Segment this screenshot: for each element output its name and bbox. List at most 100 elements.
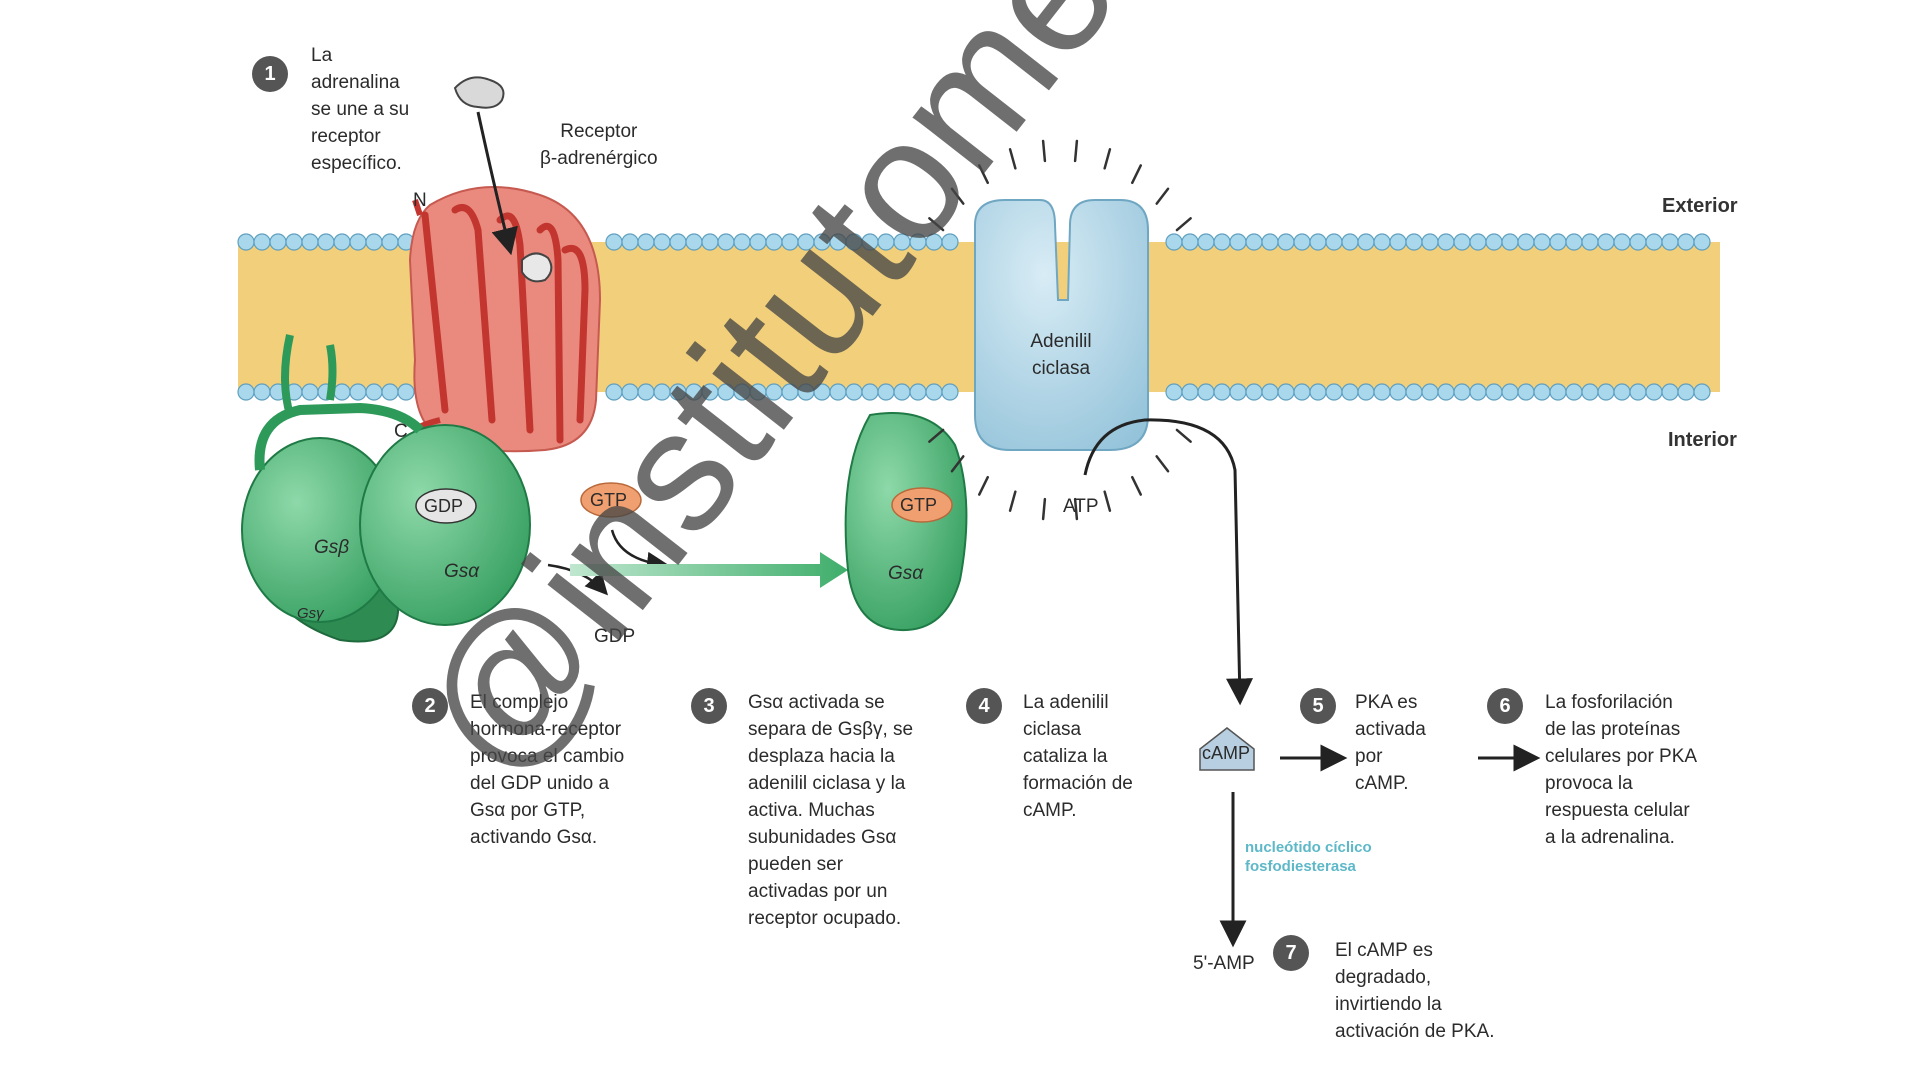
step-line: receptor (311, 126, 381, 147)
step-line: provoca la (1545, 773, 1633, 794)
gtp-bound-label: GTP (900, 495, 938, 515)
receptor-helices (421, 204, 589, 444)
step-line: adrenalina (311, 72, 400, 93)
lipid-head (829, 233, 847, 251)
lipid-head (605, 233, 623, 251)
receptor-body (408, 186, 602, 453)
lipid-head (813, 383, 831, 401)
step-line: por (1355, 746, 1383, 767)
lipid-head (1261, 233, 1279, 251)
activation-rays (928, 139, 1192, 521)
step-line: cAMP. (1023, 800, 1077, 821)
ray (1103, 490, 1112, 512)
lipid-head (1261, 383, 1279, 401)
step-4-text: La adenilil ciclasa cataliza la formació… (1023, 689, 1133, 824)
step-number: 4 (966, 688, 1002, 724)
lipid-head (1469, 383, 1487, 401)
lipid-head (1613, 233, 1631, 251)
receptor-n-tail (412, 199, 423, 216)
lipid-head (1517, 233, 1535, 251)
lipid-head (1549, 233, 1567, 251)
step-line: PKA es (1355, 692, 1418, 713)
atp-label: ATP (1063, 496, 1099, 517)
lipid-head (1277, 233, 1295, 251)
lipid-head (685, 233, 703, 251)
lipid-head (1213, 383, 1231, 401)
lipid-head (1421, 383, 1439, 401)
lipid-head (237, 233, 255, 251)
g-beta-label: Gsβ (314, 537, 350, 558)
ray (1041, 497, 1047, 521)
receptor-label: Receptor β-adrenérgico (540, 118, 658, 172)
lipid-head (669, 233, 687, 251)
lipid-head (1645, 233, 1663, 251)
lipid-head (1229, 383, 1247, 401)
step-line: Gsα por GTP, (470, 800, 586, 821)
step-line: se une a su (311, 99, 410, 120)
lipid-head (1453, 383, 1471, 401)
step-line: La fosforilación (1545, 692, 1673, 713)
lipid-head (621, 233, 639, 251)
lipid-head (829, 383, 847, 401)
enzyme-label-line: nucleótido cíclico (1245, 839, 1372, 856)
lipid-head (1309, 383, 1327, 401)
lipid-head (1581, 383, 1599, 401)
lipid-head (1165, 383, 1183, 401)
lipid-head (669, 383, 687, 401)
lipid-head (909, 233, 927, 251)
lipid-head (1661, 383, 1679, 401)
step-line: La (311, 45, 333, 66)
lipid-head (1277, 383, 1295, 401)
ray (1008, 490, 1017, 512)
lipid-head (1485, 383, 1503, 401)
step-5-text: PKA es activada por cAMP. (1355, 689, 1426, 797)
g-gamma-label: Gsγ (297, 605, 324, 622)
lipid-heads-outer (237, 233, 1711, 251)
step-line: de las proteínas (1545, 719, 1681, 740)
step-line: invirtiendo la (1335, 994, 1442, 1015)
lipid-head (1245, 383, 1263, 401)
lipid-head (1325, 233, 1343, 251)
step-line: cataliza la (1023, 746, 1108, 767)
lipid-head (1437, 383, 1455, 401)
step-line: El cAMP es (1335, 940, 1433, 961)
gdp-badge (415, 488, 477, 524)
step-line: formación de (1023, 773, 1133, 794)
exterior-label: Exterior (1662, 195, 1738, 217)
lipid-head (1389, 383, 1407, 401)
step-line: respuesta celular (1545, 800, 1690, 821)
step-line: activando Gsα. (470, 827, 598, 848)
receptor-label-line: Receptor (560, 121, 638, 142)
ray (950, 455, 965, 473)
lipid-head (1405, 233, 1423, 251)
step-line: cAMP. (1355, 773, 1409, 794)
step-line: desplaza hacia la (748, 746, 895, 767)
lipid-head (1693, 233, 1711, 251)
lipid-head (1293, 383, 1311, 401)
lipid-head (1597, 383, 1615, 401)
adrenaline-bound (521, 252, 553, 283)
lipid-head (781, 383, 799, 401)
g-alpha-active-label: Gsα (888, 563, 924, 584)
step-number: 7 (1273, 935, 1309, 971)
lipid-head (701, 233, 719, 251)
lipid-head (1165, 233, 1183, 251)
step-line: hormona-receptor (470, 719, 622, 740)
lipid-head (1373, 233, 1391, 251)
amp-label: 5'-AMP (1193, 953, 1255, 974)
step-line: provoca el cambio (470, 746, 625, 767)
lipid-head (1469, 233, 1487, 251)
lipid-head (749, 233, 767, 251)
step-3-text: Gsα activada se separa de Gsβγ, se despl… (748, 689, 913, 932)
lipid-head (893, 233, 911, 251)
ray (1155, 187, 1170, 205)
lipid-head (925, 233, 943, 251)
ray (950, 187, 965, 205)
lipid-head (1533, 383, 1551, 401)
lipid-head (653, 233, 671, 251)
lipid-head (1629, 383, 1647, 401)
lipid-head (1517, 383, 1535, 401)
lipid-head (381, 233, 399, 251)
step-line: activada (1355, 719, 1426, 740)
step-line: separa de Gsβγ, se (748, 719, 914, 740)
